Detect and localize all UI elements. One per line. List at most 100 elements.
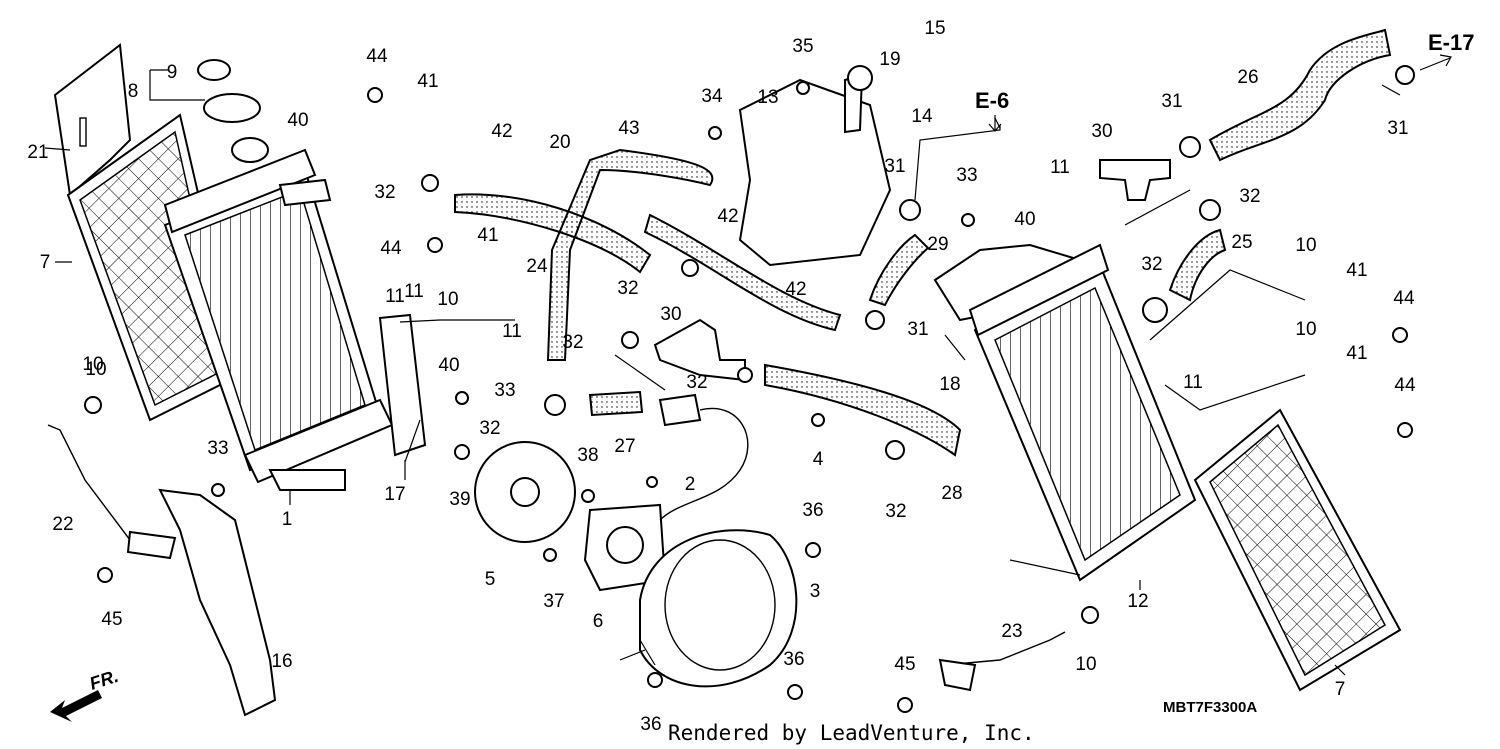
callout-16[interactable]: 16 — [271, 651, 292, 672]
hardware-clamps — [421, 65, 1415, 460]
callout-8[interactable]: 8 — [128, 81, 139, 102]
callout-33[interactable]: 33 — [207, 438, 228, 459]
callout-40[interactable]: 40 — [438, 355, 459, 376]
callout-36[interactable]: 36 — [802, 500, 823, 521]
lower-hose — [588, 363, 962, 457]
callout-31[interactable]: 31 — [884, 156, 905, 177]
callout-42[interactable]: 42 — [785, 279, 806, 300]
overflow-hose — [454, 148, 842, 361]
callout-44[interactable]: 44 — [366, 46, 388, 67]
callout-30[interactable]: 30 — [1091, 121, 1112, 142]
callout-14[interactable]: 14 — [911, 106, 933, 127]
callout-10[interactable]: 10 — [1295, 319, 1316, 340]
callout-40[interactable]: 40 — [1014, 209, 1035, 230]
callout-19[interactable]: 19 — [879, 49, 900, 70]
callout-21[interactable]: 21 — [27, 142, 48, 163]
callout-5[interactable]: 5 — [485, 569, 496, 590]
reference-e-6-arrow — [988, 115, 1002, 132]
callout-32[interactable]: 32 — [479, 418, 500, 439]
callout-6[interactable]: 6 — [593, 611, 604, 632]
callout-41[interactable]: 41 — [477, 225, 498, 246]
callout-31[interactable]: 31 — [907, 319, 928, 340]
right-radiator-grille — [1193, 408, 1402, 692]
callout-10[interactable]: 10 — [82, 354, 103, 375]
reference-e-17[interactable]: E-17 — [1428, 30, 1474, 55]
callout-44[interactable]: 44 — [380, 238, 402, 259]
callout-39[interactable]: 39 — [449, 489, 470, 510]
credit-text: Rendered by LeadVenture, Inc. — [668, 721, 1035, 745]
callout-18[interactable]: 18 — [939, 374, 960, 395]
callout-36[interactable]: 36 — [640, 714, 661, 735]
callout-10[interactable]: 10 — [1075, 654, 1096, 675]
callout-38[interactable]: 38 — [577, 445, 598, 466]
callout-11[interactable]: 11 — [1183, 372, 1203, 393]
callout-31[interactable]: 31 — [1161, 91, 1182, 112]
radiator-cap — [197, 59, 261, 123]
callout-2[interactable]: 2 — [685, 474, 696, 495]
callout-24[interactable]: 24 — [526, 256, 548, 277]
callout-7[interactable]: 7 — [1335, 679, 1346, 700]
diagram-part-code: MBT7F3300A — [1163, 699, 1257, 716]
callout-11[interactable]: 11 — [502, 321, 522, 342]
callout-4[interactable]: 4 — [813, 449, 824, 470]
callout-42[interactable]: 42 — [491, 121, 512, 142]
callout-41[interactable]: 41 — [1346, 343, 1367, 364]
left-stay — [47, 424, 177, 560]
callout-22[interactable]: 22 — [52, 514, 73, 535]
callout-36[interactable]: 36 — [783, 649, 804, 670]
left-radiator-cover — [53, 43, 132, 197]
callout-32[interactable]: 32 — [374, 182, 395, 203]
fan-wire-harness — [658, 393, 749, 521]
callout-10[interactable]: 10 — [85, 359, 106, 380]
callout-45[interactable]: 45 — [894, 654, 915, 675]
callout-10[interactable]: 10 — [437, 289, 458, 310]
callout-10[interactable]: 10 — [1295, 235, 1316, 256]
left-shroud-bracket — [378, 313, 427, 457]
left-radiator — [163, 137, 394, 491]
leader-lines — [44, 69, 1401, 676]
callout-42[interactable]: 42 — [717, 206, 738, 227]
callout-17[interactable]: 17 — [384, 484, 405, 505]
callout-3[interactable]: 3 — [810, 581, 821, 602]
callout-45[interactable]: 45 — [101, 609, 122, 630]
callout-32[interactable]: 32 — [1141, 254, 1162, 275]
callout-33[interactable]: 33 — [494, 380, 515, 401]
callout-32[interactable]: 32 — [562, 332, 583, 353]
callout-15[interactable]: 15 — [924, 18, 945, 39]
callout-28[interactable]: 28 — [941, 483, 962, 504]
callout-32[interactable]: 32 — [885, 501, 906, 522]
callout-12[interactable]: 12 — [1127, 591, 1148, 612]
callout-11[interactable]: 11 — [1050, 157, 1070, 178]
callout-31[interactable]: 31 — [1387, 118, 1408, 139]
callout-33[interactable]: 33 — [956, 165, 977, 186]
callout-23[interactable]: 23 — [1001, 621, 1022, 642]
callout-1[interactable]: 1 — [282, 509, 293, 530]
callout-25[interactable]: 25 — [1231, 232, 1252, 253]
callout-34[interactable]: 34 — [701, 86, 723, 107]
callout-32[interactable]: 32 — [686, 372, 707, 393]
callout-13[interactable]: 13 — [757, 87, 778, 108]
callout-26[interactable]: 26 — [1237, 67, 1258, 88]
callout-20[interactable]: 20 — [549, 132, 570, 153]
callout-11[interactable]: 11 — [385, 286, 405, 307]
callout-41[interactable]: 41 — [1346, 260, 1367, 281]
callout-32[interactable]: 32 — [617, 278, 638, 299]
callout-41[interactable]: 41 — [417, 71, 438, 92]
callout-27[interactable]: 27 — [614, 436, 635, 457]
callout-37[interactable]: 37 — [543, 591, 564, 612]
callout-32[interactable]: 32 — [1239, 186, 1260, 207]
callout-43[interactable]: 43 — [618, 118, 639, 139]
reference-e-17-arrow — [1419, 54, 1452, 71]
reference-e-6[interactable]: E-6 — [975, 88, 1009, 113]
callout-44[interactable]: 44 — [1393, 288, 1415, 309]
callout-44[interactable]: 44 — [1394, 375, 1416, 396]
callout-9[interactable]: 9 — [167, 62, 178, 83]
fan-shroud — [639, 529, 798, 688]
callout-40[interactable]: 40 — [287, 110, 308, 131]
callout-29[interactable]: 29 — [927, 234, 948, 255]
callout-30[interactable]: 30 — [660, 304, 681, 325]
callout-7[interactable]: 7 — [40, 252, 51, 273]
callout-11[interactable]: 11 — [404, 281, 424, 302]
callout-35[interactable]: 35 — [792, 36, 813, 57]
